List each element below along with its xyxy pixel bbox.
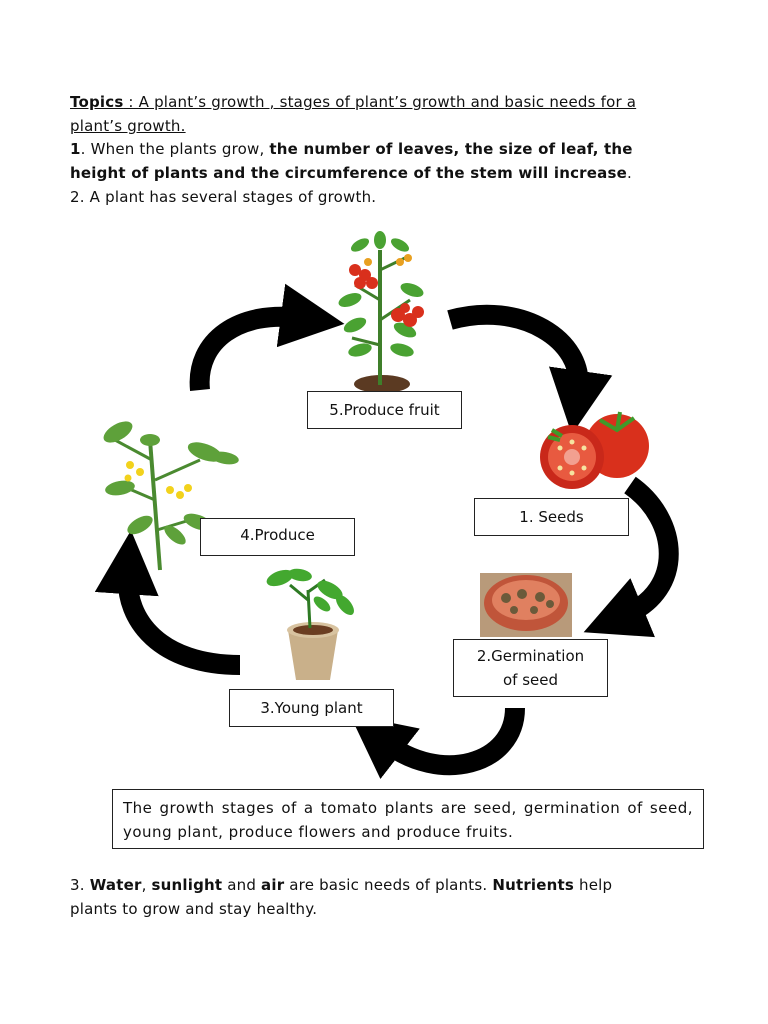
stage-3-label: 3.Young plant bbox=[229, 689, 394, 727]
point-3-water: Water bbox=[90, 876, 142, 894]
tomato-seeds-icon bbox=[540, 412, 649, 489]
summary-box: The growth stages of a tomato plants are… bbox=[112, 789, 704, 849]
point-3-air: air bbox=[261, 876, 284, 894]
stage-4-label-text: 4.Produce bbox=[240, 523, 315, 547]
stage-1-label: 1. Seeds bbox=[474, 498, 629, 536]
stage-2-label-line2: of seed bbox=[503, 668, 558, 692]
point-3-comma: , bbox=[142, 876, 152, 894]
arrow-left bbox=[128, 575, 240, 665]
point-3: 3. Water, sunlight and air are basic nee… bbox=[70, 873, 690, 897]
point-3-line2: plants to grow and stay healthy. bbox=[70, 897, 317, 921]
stage-2-label: 2.Germination of seed bbox=[453, 639, 608, 697]
stage-2-label-line1: 2.Germination bbox=[477, 644, 584, 668]
point-3-prefix: 3. bbox=[70, 876, 90, 894]
germinating-tomato-photo bbox=[480, 573, 572, 637]
stage-4-label: 4.Produce bbox=[200, 518, 355, 556]
arrow-top-right bbox=[450, 315, 579, 390]
stage-5-label: 5.Produce fruit bbox=[307, 391, 462, 429]
point-3-and: and bbox=[222, 876, 261, 894]
arrow-right bbox=[625, 485, 669, 615]
point-3-nutrients: Nutrients bbox=[492, 876, 574, 894]
arrow-bottom bbox=[385, 708, 515, 765]
point-3-sunlight: sunlight bbox=[152, 876, 223, 894]
point-3-end: help bbox=[574, 876, 612, 894]
point-3-mid: are basic needs of plants. bbox=[284, 876, 492, 894]
fruiting-plant-icon bbox=[337, 231, 426, 393]
arrow-top-left bbox=[200, 317, 300, 390]
young-plant-pot-icon bbox=[264, 567, 357, 680]
